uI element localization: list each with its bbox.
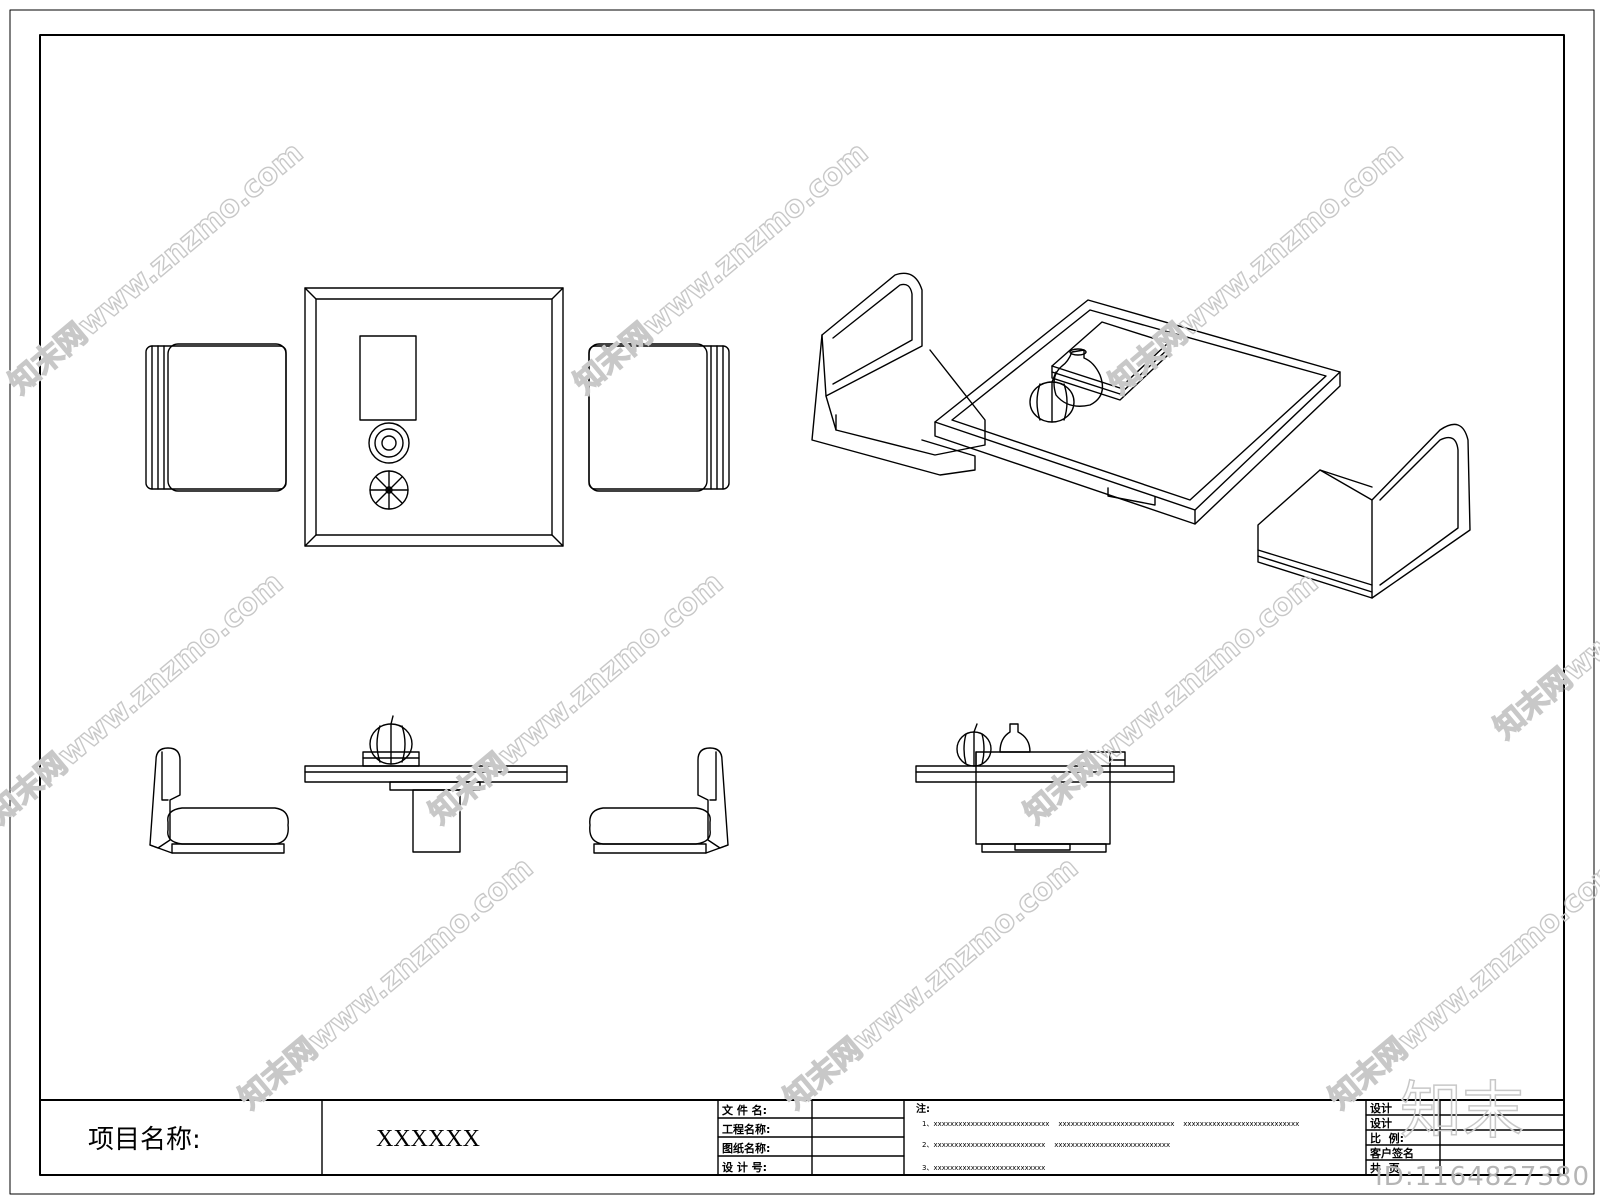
brand-logo-text: 知末 — [1399, 1073, 1525, 1148]
front-table — [304, 715, 568, 853]
right-field-client-sign: 客户签名 — [1369, 1146, 1414, 1160]
watermark-8: 知末网www.znzmo.com — [778, 850, 1085, 1116]
watermark-3: 知末网www.znzmo.com — [1103, 135, 1410, 401]
right-field-scale: 比 例: — [1370, 1131, 1404, 1145]
plan-chair-left — [145, 343, 287, 492]
notes-label: 注: — [916, 1102, 930, 1115]
watermark-1: 知末网www.znzmo.com — [3, 135, 310, 401]
plan-view — [145, 287, 730, 547]
right-field-design: 设计 — [1370, 1116, 1392, 1130]
field-label-project-name: 工程名称: — [722, 1122, 770, 1136]
field-label-design-no: 设 计 号: — [722, 1160, 767, 1174]
plan-chair-right — [588, 343, 730, 492]
note-line-3: 3、xxxxxxxxxxxxxxxxxxxxxxxxxxx — [922, 1164, 1045, 1172]
watermark-6: 知末网www.znzmo.com — [1018, 565, 1325, 831]
title-block-lines — [39, 1099, 1565, 1176]
watermark-2: 知末网www.znzmo.com — [568, 135, 875, 401]
axo-chair-left — [811, 272, 986, 476]
watermark-4: 知末网www.znzmo.com — [0, 565, 290, 831]
axo-chair-right — [1257, 423, 1471, 599]
right-field-pages: 共 页 — [1370, 1161, 1400, 1175]
front-chair-right — [589, 747, 729, 854]
front-chair-left — [149, 747, 289, 854]
note-line-2: 2、xxxxxxxxxxxxxxxxxxxxxxxxxxx xxxxxxxxxx… — [922, 1141, 1170, 1149]
axonometric-view — [811, 272, 1471, 599]
watermark-7: 知末网www.znzmo.com — [233, 850, 540, 1116]
watermark-10: 知末网www.znzmo.com — [1488, 480, 1600, 746]
note-line-1: 1、xxxxxxxxxxxxxxxxxxxxxxxxxxxx xxxxxxxxx… — [922, 1120, 1299, 1128]
image-id-label: ID:1164827380 — [1375, 1162, 1590, 1192]
right-field-designer: 设计 — [1370, 1101, 1392, 1115]
project-name-value: XXXXXX — [376, 1126, 480, 1152]
field-label-file-name: 文 件 名: — [722, 1103, 767, 1117]
sheet-outer-border — [9, 9, 1595, 1195]
watermarks: 知末网www.znzmo.com 知末网www.znzmo.com 知末网www… — [0, 135, 1600, 1117]
plan-table — [304, 287, 564, 547]
field-label-drawing-name: 图纸名称: — [722, 1141, 770, 1155]
front-elevation — [149, 715, 729, 854]
axo-table — [934, 299, 1341, 525]
side-elevation — [915, 723, 1175, 853]
project-name-label: 项目名称: — [88, 1125, 201, 1155]
watermark-5: 知末网www.znzmo.com — [423, 565, 730, 831]
drawing-frame — [39, 34, 1565, 1176]
